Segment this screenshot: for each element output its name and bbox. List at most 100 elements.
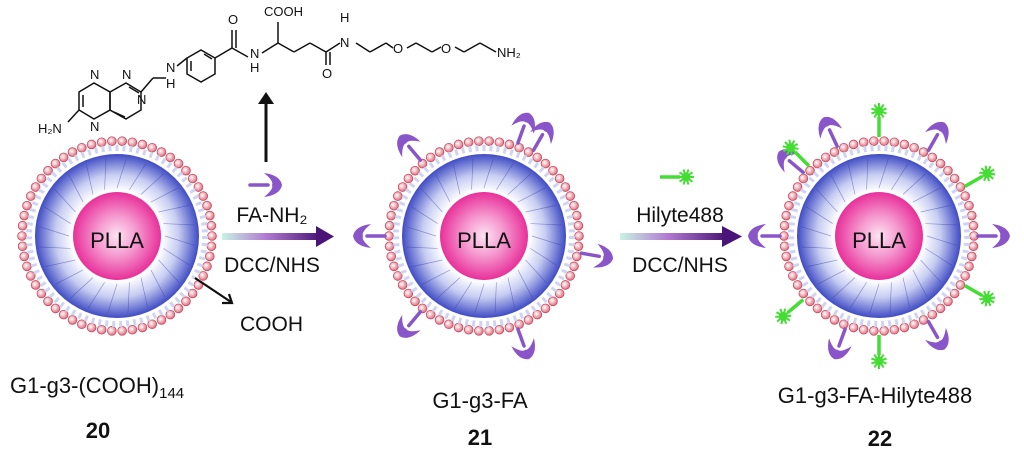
dendron-branch xyxy=(140,277,148,308)
dendron-branch xyxy=(107,283,118,314)
surface-group xyxy=(879,326,889,336)
dendron-branch xyxy=(530,223,562,226)
surface-group xyxy=(173,303,184,314)
surface-group xyxy=(899,139,910,150)
surface-group xyxy=(571,251,582,262)
surface-group xyxy=(540,303,551,314)
dendron-branch xyxy=(816,188,838,213)
surface-group xyxy=(779,220,790,231)
dendron-branch xyxy=(496,163,514,190)
surface-group xyxy=(77,142,87,153)
dendron-branch xyxy=(902,173,927,195)
surface-group xyxy=(514,319,524,330)
dye-label xyxy=(871,335,887,369)
compound-number-22: 22 xyxy=(868,426,892,451)
surface-group xyxy=(955,182,966,192)
surface-group xyxy=(384,220,395,231)
folate-atom-labels: N N N N N H O N H COOH O H N O O NH₂ H₂N xyxy=(38,4,521,136)
surface-group xyxy=(504,322,515,333)
surface-group xyxy=(434,147,445,157)
surface-group xyxy=(848,322,859,333)
nanoparticle-fa-hilyte xyxy=(748,103,1010,369)
dendron-branch xyxy=(912,187,941,203)
conditions-label-2: DCC/NHS xyxy=(632,254,728,277)
surface-group xyxy=(523,147,534,157)
surface-group xyxy=(927,152,938,163)
surface-group xyxy=(812,303,823,314)
surface-group xyxy=(484,326,494,336)
dendron-branch xyxy=(104,158,107,190)
dye-icon xyxy=(660,169,694,185)
folate-ligand xyxy=(397,310,423,338)
surface-group xyxy=(955,280,966,290)
surface-group xyxy=(204,210,215,221)
surface-group xyxy=(19,251,30,262)
dye-label xyxy=(871,103,887,137)
dendron-connectors xyxy=(788,145,970,327)
compound-name-21: G1-g3-FA xyxy=(432,388,528,413)
surface-group xyxy=(96,324,107,335)
surface-group xyxy=(96,137,107,148)
dendron-branch xyxy=(39,226,70,237)
folate-ligand xyxy=(828,327,852,360)
surface-group xyxy=(532,309,543,320)
atom-n: N xyxy=(137,92,146,107)
benzene-ring xyxy=(186,49,216,83)
surface-group xyxy=(935,303,946,314)
folate-ligand xyxy=(511,327,535,360)
surface-group xyxy=(463,137,474,148)
dendron-branch xyxy=(507,173,532,195)
atom-n: N xyxy=(122,67,131,82)
surface-group xyxy=(960,191,971,201)
surface-group xyxy=(781,251,792,262)
folate-ligand xyxy=(511,112,535,145)
dendron-branch xyxy=(421,188,443,213)
surface-group xyxy=(839,142,849,153)
atom-n: N xyxy=(90,119,99,134)
surface-group xyxy=(494,324,505,335)
surface-group xyxy=(964,261,974,272)
surface-group xyxy=(410,296,420,307)
surface-group xyxy=(19,210,30,221)
surface-group xyxy=(820,152,831,163)
dendron-branch xyxy=(807,259,838,267)
compound-name-22: G1-g3-FA-Hilyte488 xyxy=(778,383,972,408)
dye-label xyxy=(782,139,811,168)
surface-group xyxy=(58,309,69,320)
surface-group xyxy=(453,139,464,150)
surface-group xyxy=(966,251,977,262)
surface-group xyxy=(384,241,395,252)
dendron-branch xyxy=(435,174,451,203)
surface-group xyxy=(403,173,414,184)
folate-ligand-icon xyxy=(248,173,282,197)
dendron-branch xyxy=(39,246,71,249)
surface-group xyxy=(484,136,494,146)
surface-group xyxy=(909,142,919,153)
dendron-branch xyxy=(920,259,942,284)
surface-group xyxy=(156,147,167,157)
surface-group xyxy=(410,165,420,176)
dendron-branch xyxy=(68,174,84,203)
dendron-branch xyxy=(412,259,443,267)
amine-terminal: NH₂ xyxy=(497,45,521,60)
surface-group xyxy=(206,220,217,231)
surface-group xyxy=(858,137,869,148)
surface-group xyxy=(787,191,798,201)
atom-n: N xyxy=(340,35,349,50)
surface-group xyxy=(474,326,484,336)
surface-group xyxy=(17,241,28,252)
reagent-label-1: FA-NH₂ xyxy=(236,204,307,227)
dendron-branch xyxy=(483,158,494,189)
dendron-branch xyxy=(889,282,892,314)
surface-group xyxy=(784,261,794,272)
surface-group xyxy=(968,220,979,231)
surface-group xyxy=(949,173,960,184)
surface-group xyxy=(43,165,53,176)
reaction-arrow-2 xyxy=(620,226,742,247)
surface-group xyxy=(960,271,971,281)
surface-group xyxy=(25,191,36,201)
surface-group xyxy=(77,319,87,330)
surface-group xyxy=(165,152,176,163)
conditions-label-1: DCC/NHS xyxy=(224,254,320,277)
